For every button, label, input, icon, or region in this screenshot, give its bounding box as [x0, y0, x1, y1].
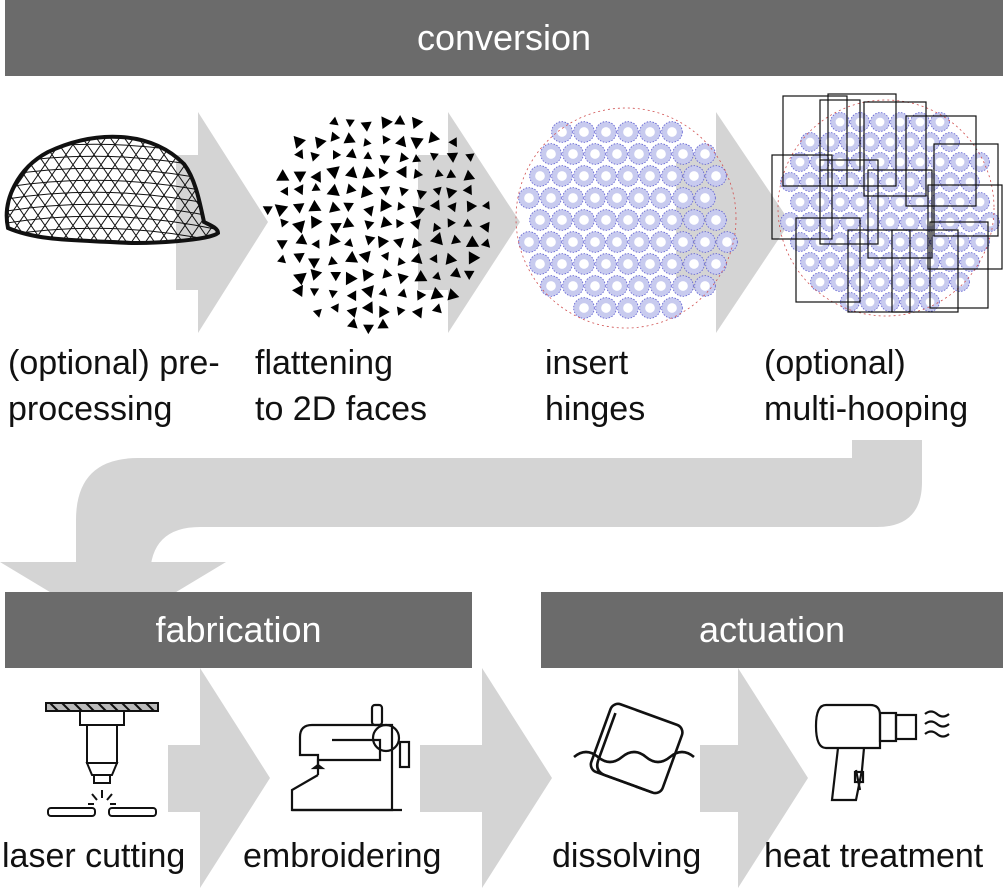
label-laser-cutting: laser cutting [2, 837, 186, 875]
arrow-5 [420, 668, 552, 888]
label-multihooping-line1: (optional) [764, 344, 906, 382]
hoop-rectangles [771, 93, 1003, 313]
label-preprocessing-line1: (optional) pre- [8, 344, 220, 382]
label-preprocessing: (optional) pre- processing [8, 340, 220, 432]
flattened-triangles-icon [262, 115, 491, 335]
actuation-banner: actuation [541, 592, 1003, 668]
conversion-banner: conversion [5, 0, 1003, 76]
arrow-6 [700, 668, 808, 888]
label-embroidering: embroidering [243, 837, 442, 875]
label-hinges-line2: hinges [545, 390, 646, 428]
label-flattening: flattening to 2D faces [255, 340, 427, 432]
label-preprocessing-line2: processing [8, 390, 173, 428]
label-hinges-line1: insert [545, 344, 629, 382]
hinge-pattern-icon [515, 107, 738, 329]
label-flattening-line1: flattening [255, 344, 393, 382]
fabrication-banner: fabrication [5, 592, 472, 668]
label-multihooping-line2: multi-hooping [764, 390, 969, 428]
heat-gun-icon [814, 703, 950, 802]
arrow-1 [176, 112, 268, 333]
arrow-4 [168, 668, 270, 888]
label-heat-treatment: heat treatment [764, 837, 984, 875]
arrow-return [0, 440, 922, 630]
label-flattening-line2: to 2D faces [255, 390, 427, 428]
label-hinges: insert hinges [545, 340, 645, 432]
sewing-machine-icon [290, 703, 411, 812]
label-multihooping: (optional) multi-hooping [764, 340, 968, 432]
dissolving-icon [573, 702, 695, 795]
label-dissolving: dissolving [552, 837, 702, 875]
laser-cutter-icon [45, 702, 159, 817]
multi-hoop-icon [771, 93, 1003, 317]
